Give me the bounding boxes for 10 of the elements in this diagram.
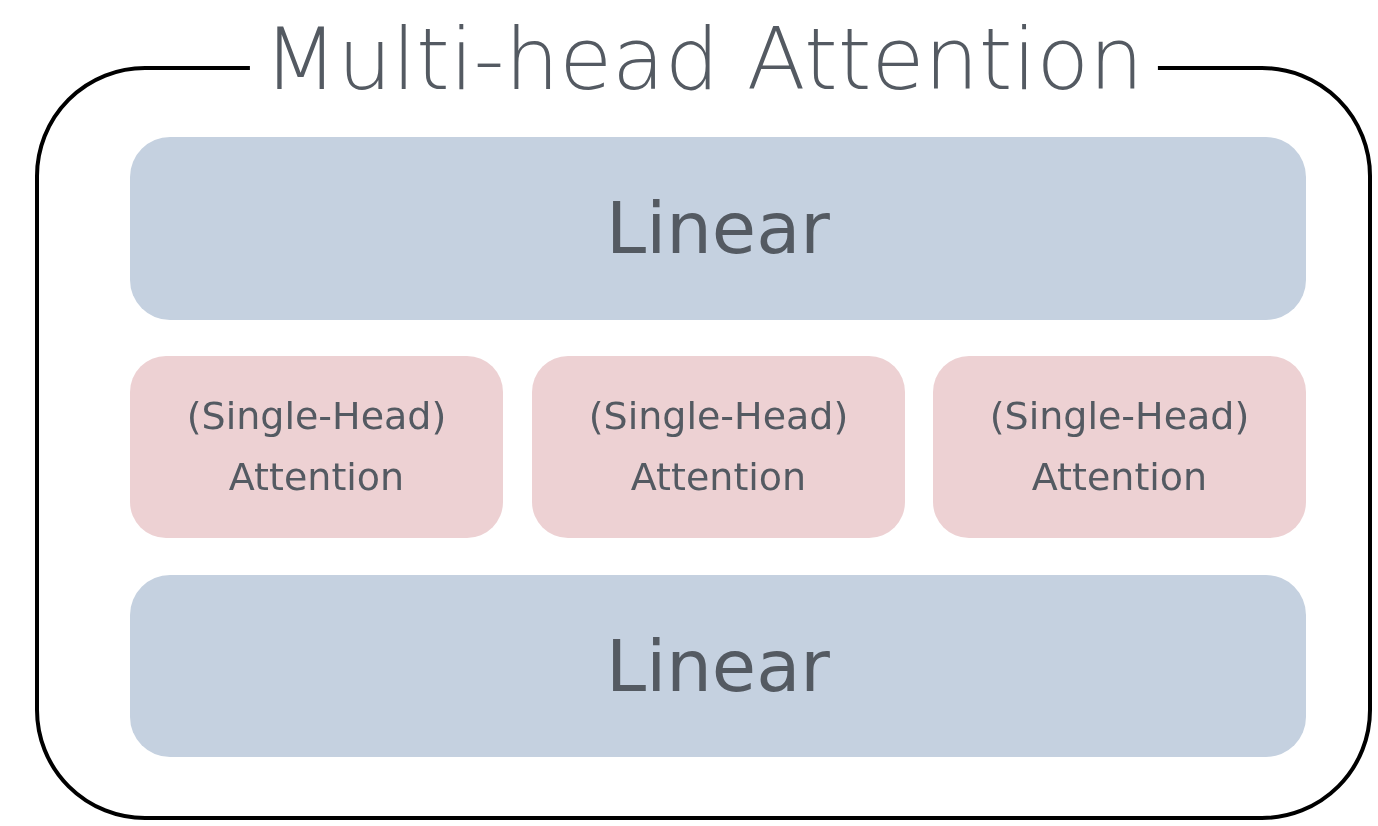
linear-layer-box	[130, 575, 1306, 757]
layer-label: Linear	[606, 622, 830, 710]
attention-head-box	[532, 356, 905, 538]
attention-head-box	[933, 356, 1306, 538]
linear-layer-box	[130, 137, 1306, 320]
layer-label: (Single-Head) Attention	[988, 393, 1251, 501]
layer-label: Linear	[606, 185, 830, 272]
layer-label: (Single-Head) Attention	[185, 393, 448, 501]
attention-head-box	[130, 356, 503, 538]
layer-label: (Single-Head) Attention	[587, 393, 850, 501]
